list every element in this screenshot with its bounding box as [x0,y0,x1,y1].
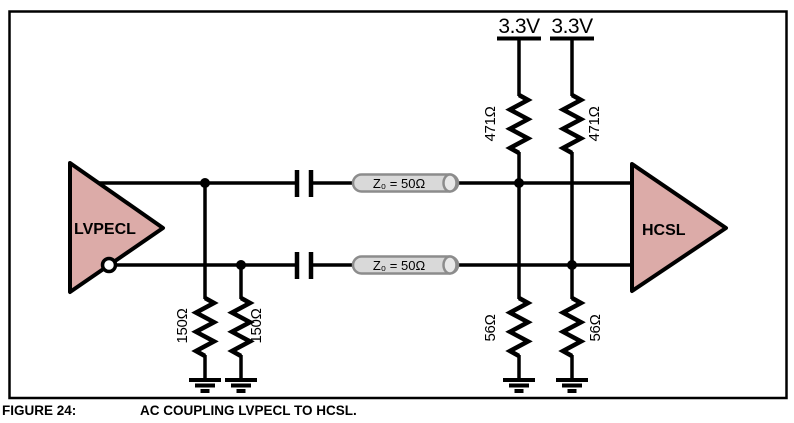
tline-impedance-label: Z₀ = 50Ω [373,258,426,273]
figure-caption: FIGURE 24: AC COUPLING LVPECL TO HCSL. [2,403,792,418]
supply-voltage-label: 3.3V [551,15,593,38]
resistor-150-left-label: 150Ω [174,308,191,343]
ground-icon [189,378,221,393]
resistor-150-right-label: 150Ω [248,308,265,343]
resistor-150-left-symbol [191,296,219,358]
tline-body [351,255,460,275]
resistor-471-right-label: 471Ω [586,106,603,141]
junction-dots [200,178,577,270]
supply-left: 3.3V [497,15,541,41]
tline-impedance-label: Z₀ = 50Ω [373,176,426,191]
hcsl-receiver: HCSL [630,162,728,293]
ground-icon [503,378,535,393]
tline-body [351,173,460,193]
resistor-150-right-symbol [227,296,255,358]
tline-end-cap-icon [442,255,458,275]
inverting-output-bubble-icon [100,256,118,274]
resistor-471-left-symbol [505,93,533,155]
ground-icon [225,378,257,393]
figure-border [8,10,788,400]
lvpecl-label: LVPECL [74,221,136,238]
transmission-line-top: Z₀ = 50Ω [351,173,460,193]
ground-icon [556,378,588,393]
schematic-diagram: LVPECL HCSL Z₀ = 50Ω Z₀ = 50Ω [8,10,788,400]
wires [96,38,634,380]
resistors [191,93,586,358]
resistor-56-left-label: 56Ω [482,314,499,341]
resistor-56-left-symbol [505,296,533,358]
ground-symbols [189,378,588,393]
resistor-471-left-label: 471Ω [482,106,499,141]
resistor-56-right-symbol [558,296,586,358]
junction-dot [200,178,210,188]
hcsl-triangle-symbol [630,162,728,293]
junction-dot [514,178,524,188]
coupling-capacitors [294,170,314,279]
supply-right: 3.3V [550,15,594,41]
lvpecl-driver: LVPECL [68,161,165,294]
resistor-56-right-label: 56Ω [587,314,604,341]
supply-voltage-label: 3.3V [498,15,540,38]
tline-end-cap-icon [442,173,458,193]
figure-caption-title: AC COUPLING LVPECL TO HCSL. [140,403,357,418]
hcsl-label: HCSL [642,222,686,239]
junction-dot [567,260,577,270]
lvpecl-triangle-symbol [68,161,165,294]
figure-caption-number: FIGURE 24: [2,403,77,418]
junction-dot [236,260,246,270]
resistor-471-right-symbol [558,93,586,155]
transmission-line-bottom: Z₀ = 50Ω [351,255,460,275]
